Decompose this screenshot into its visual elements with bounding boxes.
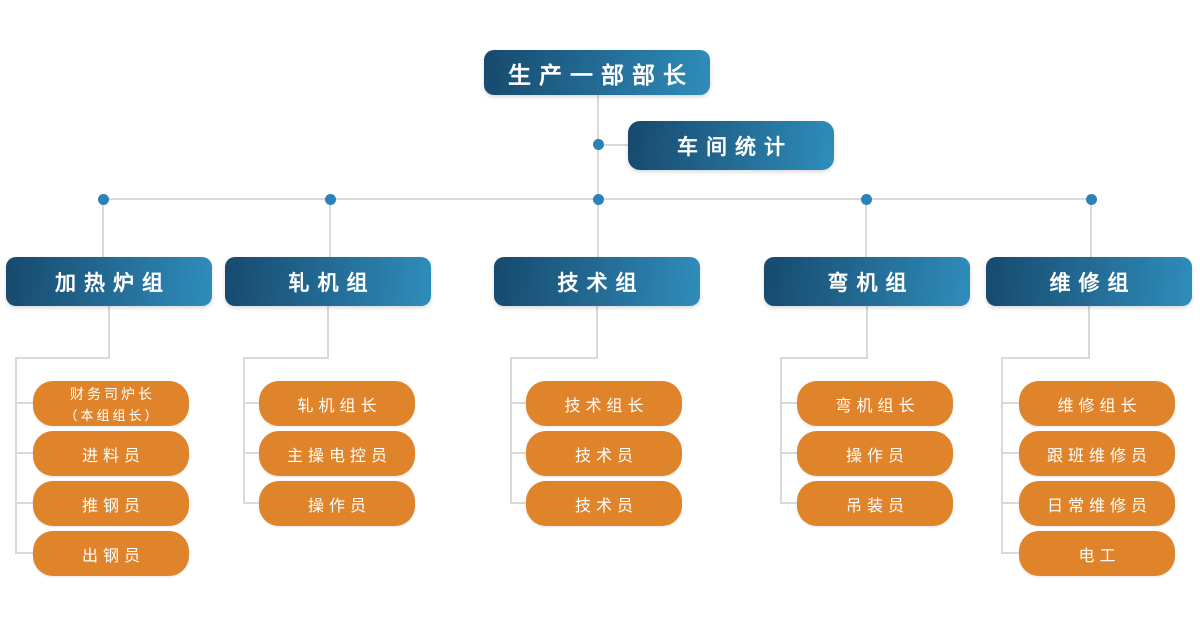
connector-elbow [15, 357, 110, 359]
connector-stub [243, 402, 259, 404]
connector-drop [327, 306, 329, 358]
role-label: 跟班维修员 [1046, 447, 1152, 465]
role-label: 出钢员 [81, 547, 145, 565]
connector-rail [780, 357, 782, 503]
connector-stub [243, 502, 259, 504]
role-label: 日常维修员 [1046, 497, 1152, 515]
group-header-jishuzu: 技术组 [494, 257, 700, 306]
junction-dot [592, 138, 604, 150]
role-label: 技术员 [574, 497, 638, 515]
connector-drop [1090, 199, 1092, 257]
role-label: 操作员 [307, 497, 371, 515]
connector-stub [510, 502, 526, 504]
connector-drop [1088, 306, 1090, 358]
connector-rail [1001, 357, 1003, 553]
junction-dot [97, 193, 109, 205]
role-node: 吊装员 [797, 481, 953, 526]
group-header-wanjizu: 弯机组 [764, 257, 970, 306]
connector-elbow [510, 357, 598, 359]
connector-rail [243, 357, 245, 503]
role-node: 操作员 [797, 431, 953, 476]
role-node: 技术员 [526, 431, 682, 476]
group-header-weixiuzu: 维修组 [986, 257, 1192, 306]
role-node: 技术组长 [526, 381, 682, 426]
role-label: 技术组长 [564, 397, 649, 415]
role-node: 日常维修员 [1019, 481, 1175, 526]
role-label: 财务司炉长 [70, 385, 155, 402]
connector-drop [866, 306, 868, 358]
role-node: 操作员 [259, 481, 415, 526]
connector-stub [1001, 552, 1019, 554]
role-node: 跟班维修员 [1019, 431, 1175, 476]
role-label: 轧机组长 [297, 397, 382, 415]
role-label: 电工 [1078, 547, 1121, 565]
connector-drop [596, 306, 598, 358]
connector-elbow [780, 357, 868, 359]
role-node: 推钢员 [33, 481, 189, 526]
role-node: 弯机组长 [797, 381, 953, 426]
connector-stub [780, 452, 797, 454]
role-node: 电工 [1019, 531, 1175, 576]
connector-stub [15, 552, 33, 554]
connector-rail [510, 357, 512, 503]
connector-drop [108, 306, 110, 358]
connector-stub [15, 452, 33, 454]
connector-stub [510, 402, 526, 404]
connector-stub [243, 452, 259, 454]
role-label: 主操电控员 [286, 447, 392, 465]
role-node: 维修组长 [1019, 381, 1175, 426]
role-label: 操作员 [845, 447, 909, 465]
staff-node: 车间统计 [628, 121, 834, 170]
connector-stub [1001, 452, 1019, 454]
root-node: 生产一部部长 [484, 50, 710, 95]
role-sublabel: （本组组长） [64, 407, 161, 423]
connector-stub [1001, 502, 1019, 504]
role-node: 财务司炉长 （本组组长） [33, 381, 189, 426]
junction-dot [860, 193, 872, 205]
role-node: 技术员 [526, 481, 682, 526]
connector-rail [15, 357, 17, 553]
connector-stub [1001, 402, 1019, 404]
role-node: 主操电控员 [259, 431, 415, 476]
junction-dot [1085, 193, 1097, 205]
role-label: 维修组长 [1057, 397, 1142, 415]
group-header-jiareluzu: 加热炉组 [6, 257, 212, 306]
connector-elbow [243, 357, 329, 359]
role-node: 进料员 [33, 431, 189, 476]
role-label: 技术员 [574, 447, 638, 465]
role-node: 轧机组长 [259, 381, 415, 426]
role-node: 出钢员 [33, 531, 189, 576]
connector-stub [15, 502, 33, 504]
role-label: 推钢员 [81, 497, 145, 515]
connector-drop [329, 199, 331, 257]
connector-stub [510, 452, 526, 454]
connector-drop [865, 199, 867, 257]
connector-stub [780, 402, 797, 404]
junction-dot [324, 193, 336, 205]
connector-drop [102, 199, 104, 257]
connector-stub [15, 402, 33, 404]
connector-stub [780, 502, 797, 504]
role-label: 吊装员 [845, 497, 909, 515]
connector-elbow [1001, 357, 1090, 359]
junction-dot [592, 193, 604, 205]
role-label: 进料员 [81, 447, 145, 465]
connector-staff-link [598, 144, 628, 146]
role-label: 弯机组长 [835, 397, 920, 415]
group-header-zhajizu: 轧机组 [225, 257, 431, 306]
connector-drop [597, 199, 599, 257]
